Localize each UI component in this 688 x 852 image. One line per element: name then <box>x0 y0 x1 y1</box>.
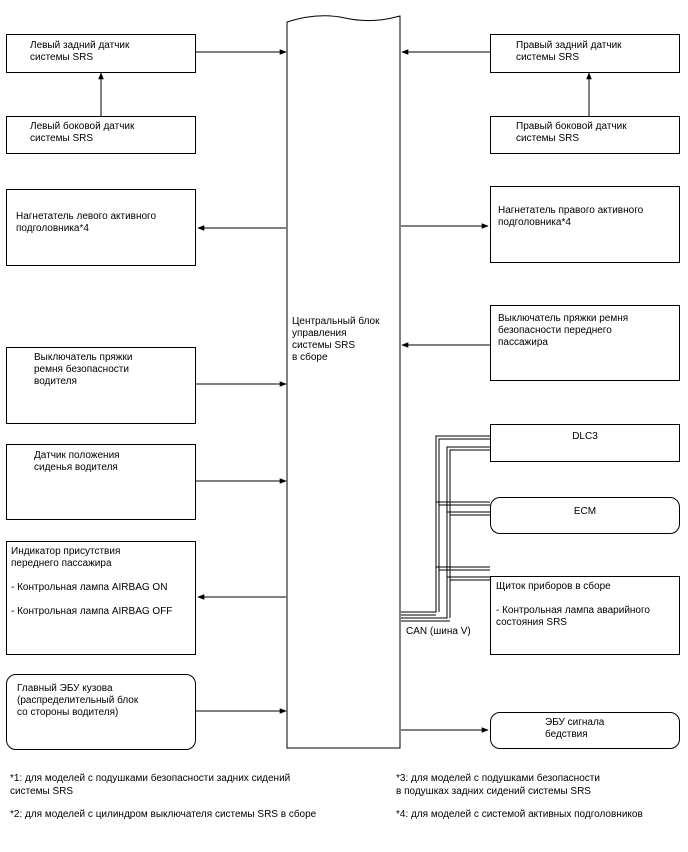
passenger-buckle-box: Выключатель пряжки ремня безопасности пе… <box>490 305 680 381</box>
left-rear-sensor-label: Левый задний датчик системы SRS <box>30 40 130 63</box>
ecm-box: ECM <box>490 497 680 534</box>
occupant-indicator-box: Индикатор присутствия переднего пассажир… <box>6 541 196 655</box>
emergency-ecu-box: ЭБУ сигнала бедствия <box>490 712 680 749</box>
seat-position-label: Датчик положения сиденья водителя <box>34 450 120 473</box>
occupant-indicator-label: Индикатор присутствия переднего пассажир… <box>11 546 173 617</box>
driver-buckle-label: Выключатель пряжки ремня безопасности во… <box>34 352 133 387</box>
right-headrest-box: Нагнетатель правого активного подголовни… <box>490 186 680 263</box>
left-headrest-box: Нагнетатель левого активного подголовник… <box>6 189 196 266</box>
footnote-2: *2: для моделей с цилиндром выключателя … <box>10 809 317 820</box>
emergency-ecu-label: ЭБУ сигнала бедствия <box>545 717 605 740</box>
passenger-buckle-label: Выключатель пряжки ремня безопасности пе… <box>498 313 629 348</box>
footnote-1: *1: для моделей с подушками безопасности… <box>10 773 291 797</box>
right-side-sensor-box: Правый боковой датчик системы SRS <box>490 116 680 154</box>
ecm-label: ECM <box>573 506 597 517</box>
left-side-sensor-label: Левый боковой датчик системы SRS <box>30 121 135 144</box>
dlc3-label: DLC3 <box>572 431 598 442</box>
central-unit-outline <box>286 15 401 749</box>
body-ecu-box: Главный ЭБУ кузова (распределительный бл… <box>6 674 196 750</box>
body-ecu-label: Главный ЭБУ кузова (распределительный бл… <box>17 683 139 718</box>
right-rear-sensor-label: Правый задний датчик системы SRS <box>516 40 622 63</box>
left-headrest-label: Нагнетатель левого активного подголовник… <box>16 211 157 234</box>
driver-buckle-box: Выключатель пряжки ремня безопасности во… <box>6 347 196 424</box>
can-bus-label: CAN (шина V) <box>406 626 471 637</box>
right-rear-sensor-box: Правый задний датчик системы SRS <box>490 34 680 73</box>
seat-position-box: Датчик положения сиденья водителя <box>6 444 196 520</box>
can-bus <box>401 435 490 622</box>
left-side-sensor-box: Левый боковой датчик системы SRS <box>6 116 196 154</box>
combination-meter-label: Щиток приборов в сборе - Контрольная лам… <box>496 581 650 628</box>
right-headrest-label: Нагнетатель правого активного подголовни… <box>498 205 644 228</box>
footnote-4: *4: для моделей с системой активных подг… <box>396 809 643 820</box>
central-unit-label: Центральный блок управления системы SRS … <box>292 316 380 363</box>
right-side-sensor-label: Правый боковой датчик системы SRS <box>516 121 627 144</box>
left-rear-sensor-box: Левый задний датчик системы SRS <box>6 34 196 73</box>
footnote-3: *3: для моделей с подушками безопасности… <box>396 773 600 797</box>
combination-meter-box: Щиток приборов в сборе - Контрольная лам… <box>490 576 680 655</box>
dlc3-box: DLC3 <box>490 424 680 462</box>
